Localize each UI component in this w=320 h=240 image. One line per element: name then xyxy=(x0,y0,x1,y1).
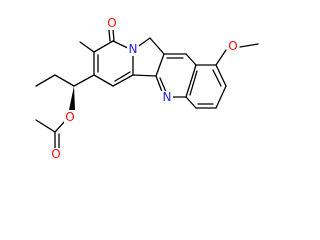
bond-benz-2-double xyxy=(212,69,222,87)
bond-ch-c xyxy=(185,53,197,66)
acetyl-carbonyl-oxygen-label: O xyxy=(51,147,60,161)
bond-c-c6 xyxy=(132,74,157,77)
lactam-nitrogen-label: N xyxy=(129,42,138,56)
molecule-structure: O N N O O O xyxy=(35,16,259,161)
stereo-wedge xyxy=(69,86,75,110)
bond-set xyxy=(35,28,259,149)
carbonyl-oxygen-label: O xyxy=(107,16,116,30)
bond-c1-c2-double xyxy=(108,29,111,42)
bond-n-c-quin-double xyxy=(159,77,167,93)
bond-methyl xyxy=(79,41,95,53)
bond-benz-6-double xyxy=(189,70,198,96)
quinoline-nitrogen-label: N xyxy=(163,90,172,104)
bond-ch2-ch3 xyxy=(35,74,56,87)
bond-c5-c6-double xyxy=(114,71,131,82)
ester-oxygen-label: O xyxy=(65,110,74,124)
atom-labels: O N N O O O xyxy=(50,16,239,161)
bond-benz-3 xyxy=(215,85,227,109)
methoxy-oxygen-label: O xyxy=(228,39,237,53)
bond-benz-ome xyxy=(215,49,227,66)
bond-c-c-fused xyxy=(155,53,165,77)
bond-o-me xyxy=(239,43,259,48)
bond-c5-c6 xyxy=(112,74,134,87)
bond-ring-chiral xyxy=(73,74,95,87)
bond-benz-2 xyxy=(215,64,227,87)
bond-ch2-c xyxy=(149,37,165,55)
bond-c-c-ring xyxy=(185,64,197,98)
bond-c1-c2 xyxy=(112,28,115,42)
bond-acyl-me xyxy=(35,119,56,133)
bond-c-c5 xyxy=(93,74,114,87)
bond-co-cme xyxy=(93,40,114,53)
bond-benz-5 xyxy=(185,96,197,109)
bond-chiral-ch2 xyxy=(54,74,75,87)
